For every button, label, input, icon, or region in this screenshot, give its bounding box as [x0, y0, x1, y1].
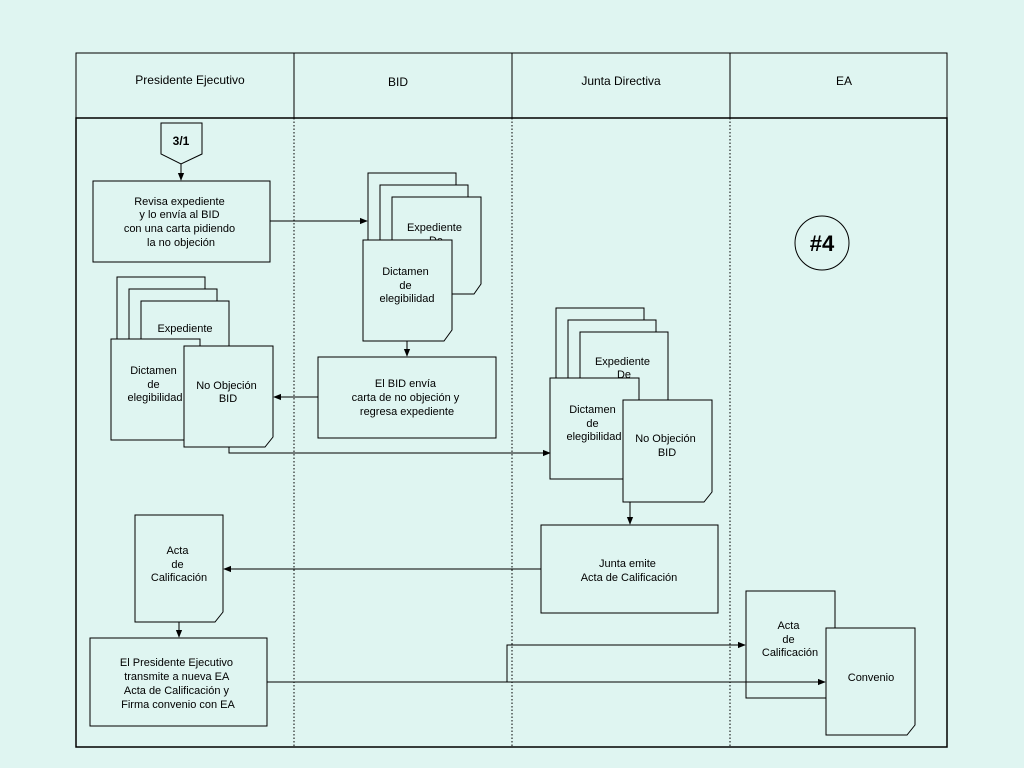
- process-revisa: Revisa expediente y lo envía al BID con …: [92, 180, 271, 263]
- svg-text:Junta emite Acta de Cali: Junta emite Acta de Calificación: [581, 558, 678, 584]
- document-stack-junta: Expediente De Dictamen de elegibilidad N…: [549, 307, 713, 503]
- process-junta-emite: Junta emite Acta de Calificación: [540, 524, 719, 614]
- lane-header-bid: BID: [388, 75, 408, 89]
- svg-text:Convenio: Convenio: [848, 672, 894, 684]
- lane-header-junta: Junta Directiva: [581, 74, 661, 88]
- offpage-connector: 3/1: [160, 122, 203, 165]
- svg-text:Acta de Calificaci: Acta de Calificación: [762, 620, 818, 659]
- process-presidente-transmite: El Presidente Ejecutivo transmite a nuev…: [89, 637, 268, 727]
- flow-arrows: [175, 164, 826, 686]
- svg-text:Dictamen de elegib: Dictamen de elegibilidad: [566, 404, 621, 443]
- svg-text:#4: #4: [810, 231, 835, 256]
- lane-header-presidente: Presidente Ejecutivo: [135, 73, 245, 87]
- document-stack-bid: Expediente De Dictamen de elegibilidad: [362, 172, 482, 342]
- document-convenio: Convenio: [825, 627, 916, 736]
- svg-text:Acta de Calificaci: Acta de Calificación: [151, 545, 207, 584]
- svg-text:Expediente: Expediente: [157, 323, 212, 335]
- svg-text:El Presidente Ejecutivo: El Presidente Ejecutivo transmite a nuev…: [120, 657, 236, 711]
- document-stack-presidente: Expediente Dictamen de elegibilidad No O…: [110, 276, 274, 448]
- document-acta-presidente: Acta de Calificación: [134, 514, 224, 623]
- svg-text:No Objeción BID: No Objeción BID: [635, 433, 699, 459]
- lanes-body: [75, 117, 948, 748]
- lane-header-ea: EA: [836, 74, 852, 88]
- svg-text:No Objeción BID: No Objeción BID: [196, 380, 260, 405]
- svg-text:El BID envía carta de no: El BID envía carta de no objeción y regr…: [352, 378, 463, 418]
- svg-text:Dictamen de elegib: Dictamen de elegibilidad: [379, 266, 434, 305]
- svg-text:Revisa expediente y lo e: Revisa expediente y lo envía al BID con …: [124, 196, 238, 249]
- svg-text:3/1: 3/1: [173, 134, 190, 148]
- process-bid-envia: El BID envía carta de no objeción y regr…: [317, 356, 497, 439]
- page-marker: #4: [794, 215, 850, 271]
- svg-text:Dictamen de elegib: Dictamen de elegibilidad: [127, 365, 182, 404]
